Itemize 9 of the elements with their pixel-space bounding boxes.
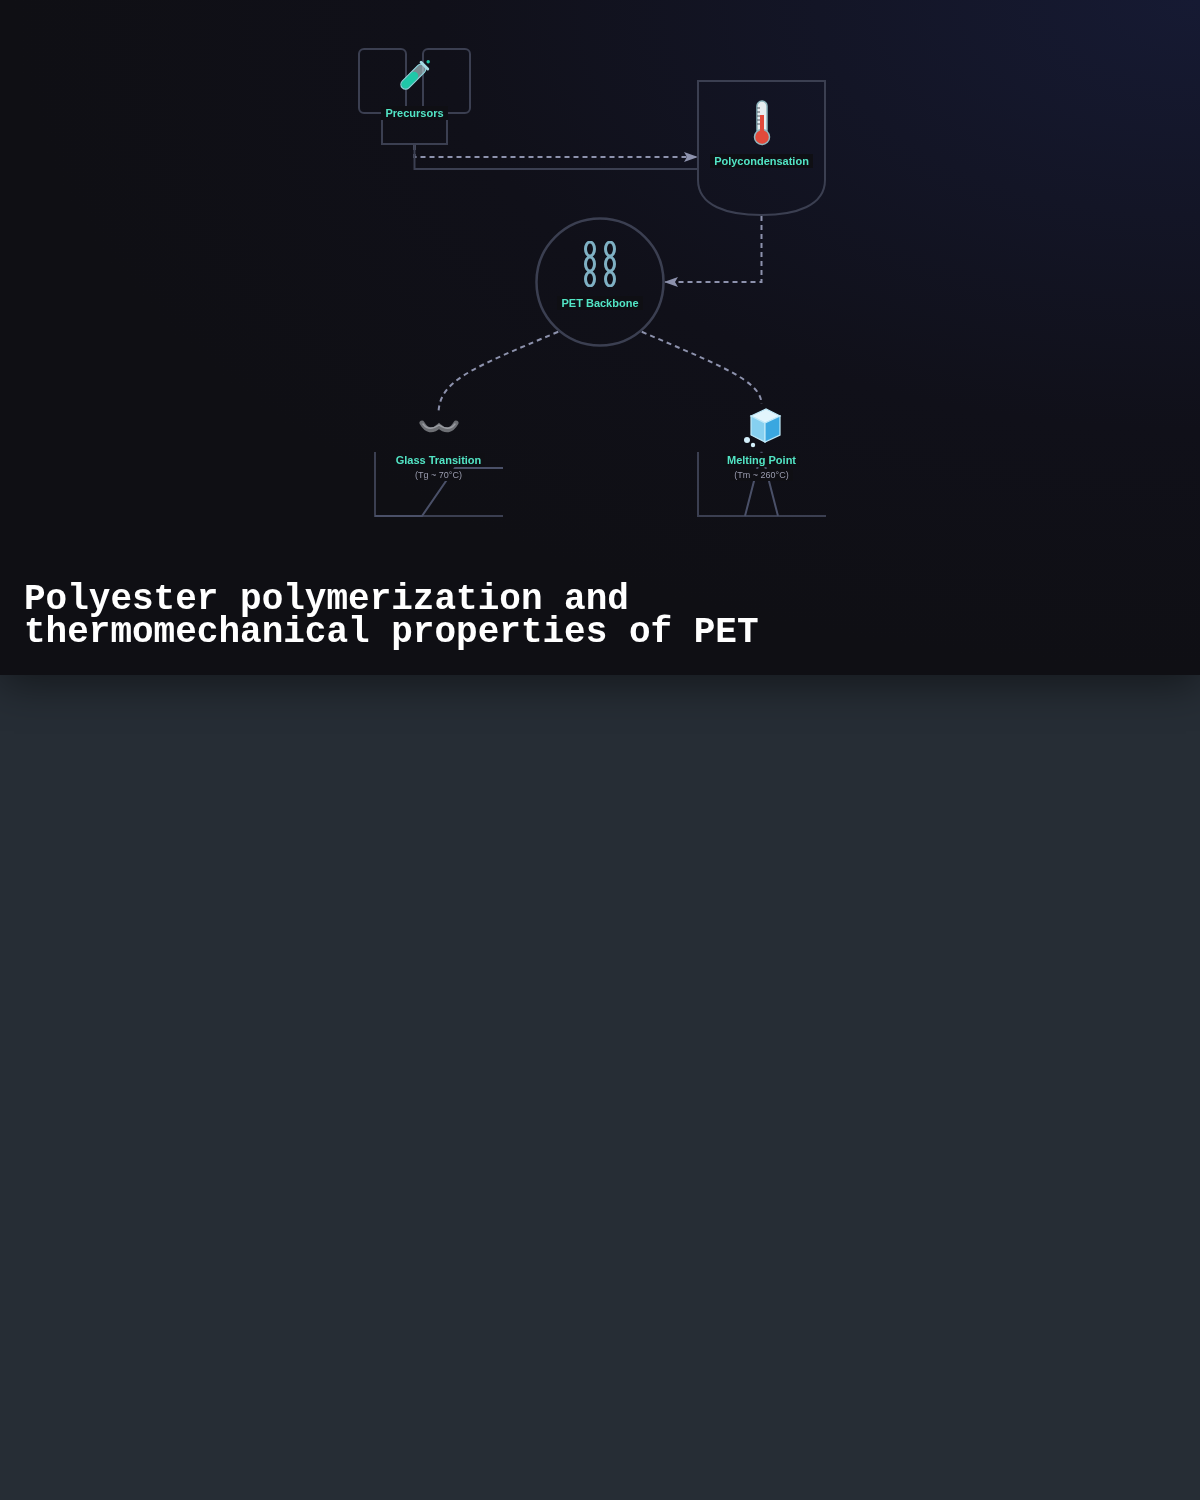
reactor-vessel <box>697 80 826 216</box>
node-label: PET Backbone <box>557 296 643 310</box>
node-label: Precursors <box>381 106 448 120</box>
dashed-arrow <box>664 215 763 287</box>
connector-line <box>413 144 698 170</box>
diagram-title: Polyester polymerization and thermomechanical properties of PET <box>24 583 760 649</box>
node-label: Polycondensation <box>710 154 813 168</box>
backbone-circle <box>535 217 665 347</box>
precursor-tanks <box>358 48 471 145</box>
